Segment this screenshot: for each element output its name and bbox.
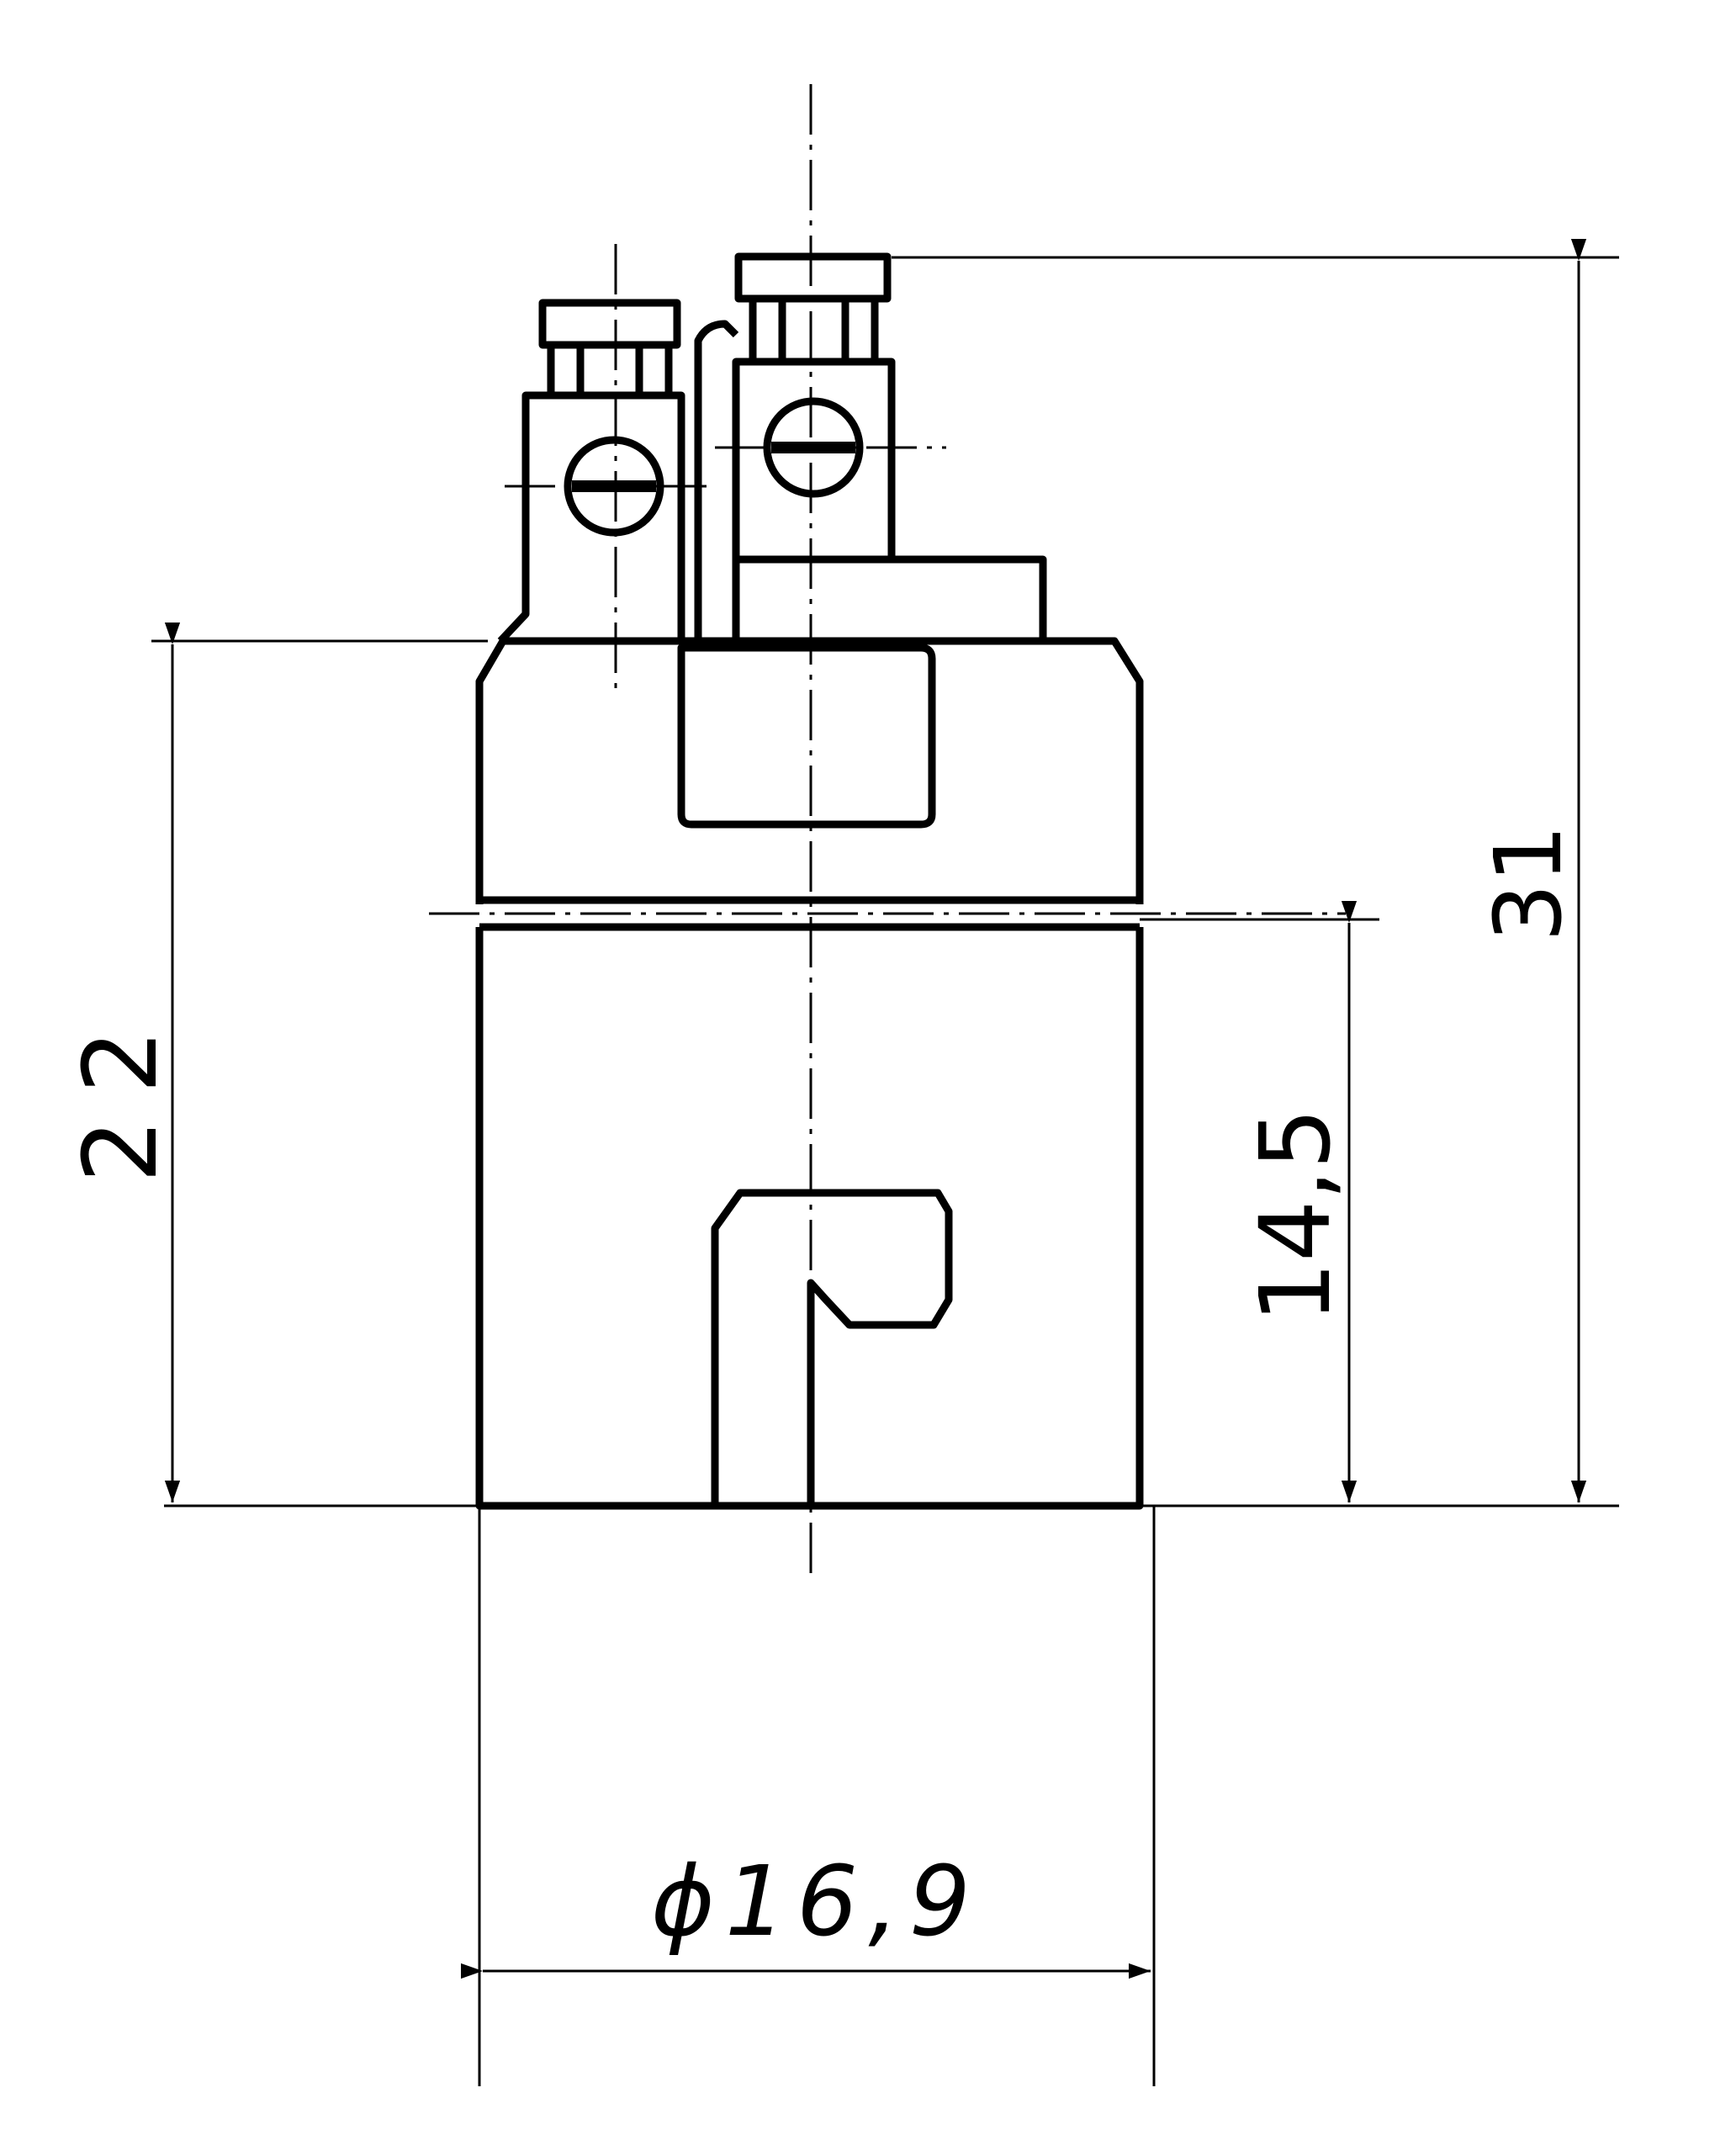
terminal-block — [497, 252, 1047, 644]
dim-label-31: 31 — [1474, 824, 1582, 942]
left-terminal — [497, 391, 685, 644]
upper-shell — [475, 637, 1144, 904]
right-terminal-hole — [763, 397, 864, 498]
left-screw-head — [538, 299, 681, 395]
contact-spring — [694, 320, 739, 641]
socket-body — [475, 637, 1144, 1510]
right-terminal — [732, 358, 896, 559]
right-screw-head — [734, 252, 892, 362]
terminal-base — [732, 555, 1047, 641]
dim-label-22: 22 — [63, 1004, 180, 1184]
bayonet-slot — [711, 1189, 953, 1506]
dim-label-14-5: 14,5 — [1240, 1108, 1352, 1323]
center-lines — [429, 84, 1346, 1582]
dimension-lines — [151, 239, 1619, 2086]
front-window — [677, 644, 936, 829]
left-terminal-hole — [564, 436, 664, 537]
dim-label-diameter: ϕ16,9 — [651, 1846, 981, 1958]
